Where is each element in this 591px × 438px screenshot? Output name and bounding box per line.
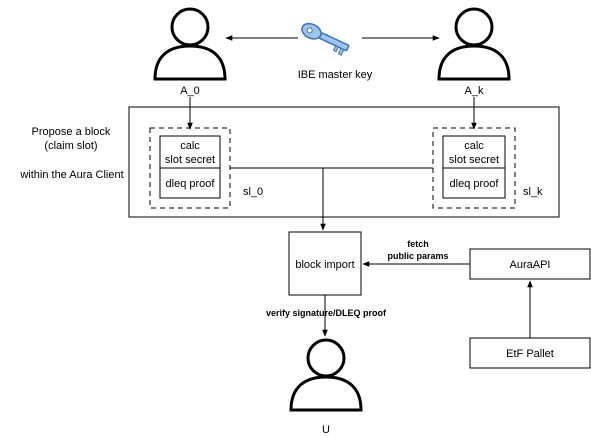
user-a0-label: A_0 bbox=[180, 85, 200, 97]
slot-right-calc-line2: slot secret bbox=[449, 154, 499, 166]
slot-right-label: sl_k bbox=[523, 186, 543, 198]
slot-left-calc-line2: slot secret bbox=[165, 154, 215, 166]
verify-label: verify signature/DLEQ proof bbox=[266, 308, 387, 318]
fetch-label-line2: public params bbox=[387, 251, 448, 261]
aura-api-label: AuraAPI bbox=[510, 259, 551, 271]
user-ak-icon bbox=[437, 7, 511, 81]
user-u-label: U bbox=[322, 424, 330, 436]
slot-left-proof-label: dleq proof bbox=[166, 178, 216, 190]
slot-right-proof-box bbox=[442, 167, 506, 199]
etf-pallet-label: EtF Pallet bbox=[506, 348, 554, 360]
claim-slot-label: (claim slot) bbox=[44, 140, 97, 152]
slot-left-calc-line1: calc bbox=[180, 140, 200, 152]
propose-block-label: Propose a block bbox=[32, 126, 111, 138]
user-u-icon bbox=[289, 338, 363, 412]
slot-right-proof-label: dleq proof bbox=[450, 178, 500, 190]
fetch-label-line1: fetch bbox=[407, 239, 429, 249]
aura-client-label: within the Aura Client bbox=[19, 169, 123, 181]
user-a0-icon bbox=[153, 7, 227, 81]
aura-api-box bbox=[469, 248, 591, 280]
block-import-label: block import bbox=[295, 259, 354, 271]
slot-left-label: sl_0 bbox=[243, 186, 263, 198]
slot-left-proof-box bbox=[159, 167, 221, 199]
key-label: IBE master key bbox=[298, 69, 373, 81]
slot-right-calc-line1: calc bbox=[464, 140, 484, 152]
key-icon bbox=[301, 22, 350, 56]
block-import-box bbox=[288, 231, 362, 296]
user-ak-label: A_k bbox=[465, 85, 484, 97]
